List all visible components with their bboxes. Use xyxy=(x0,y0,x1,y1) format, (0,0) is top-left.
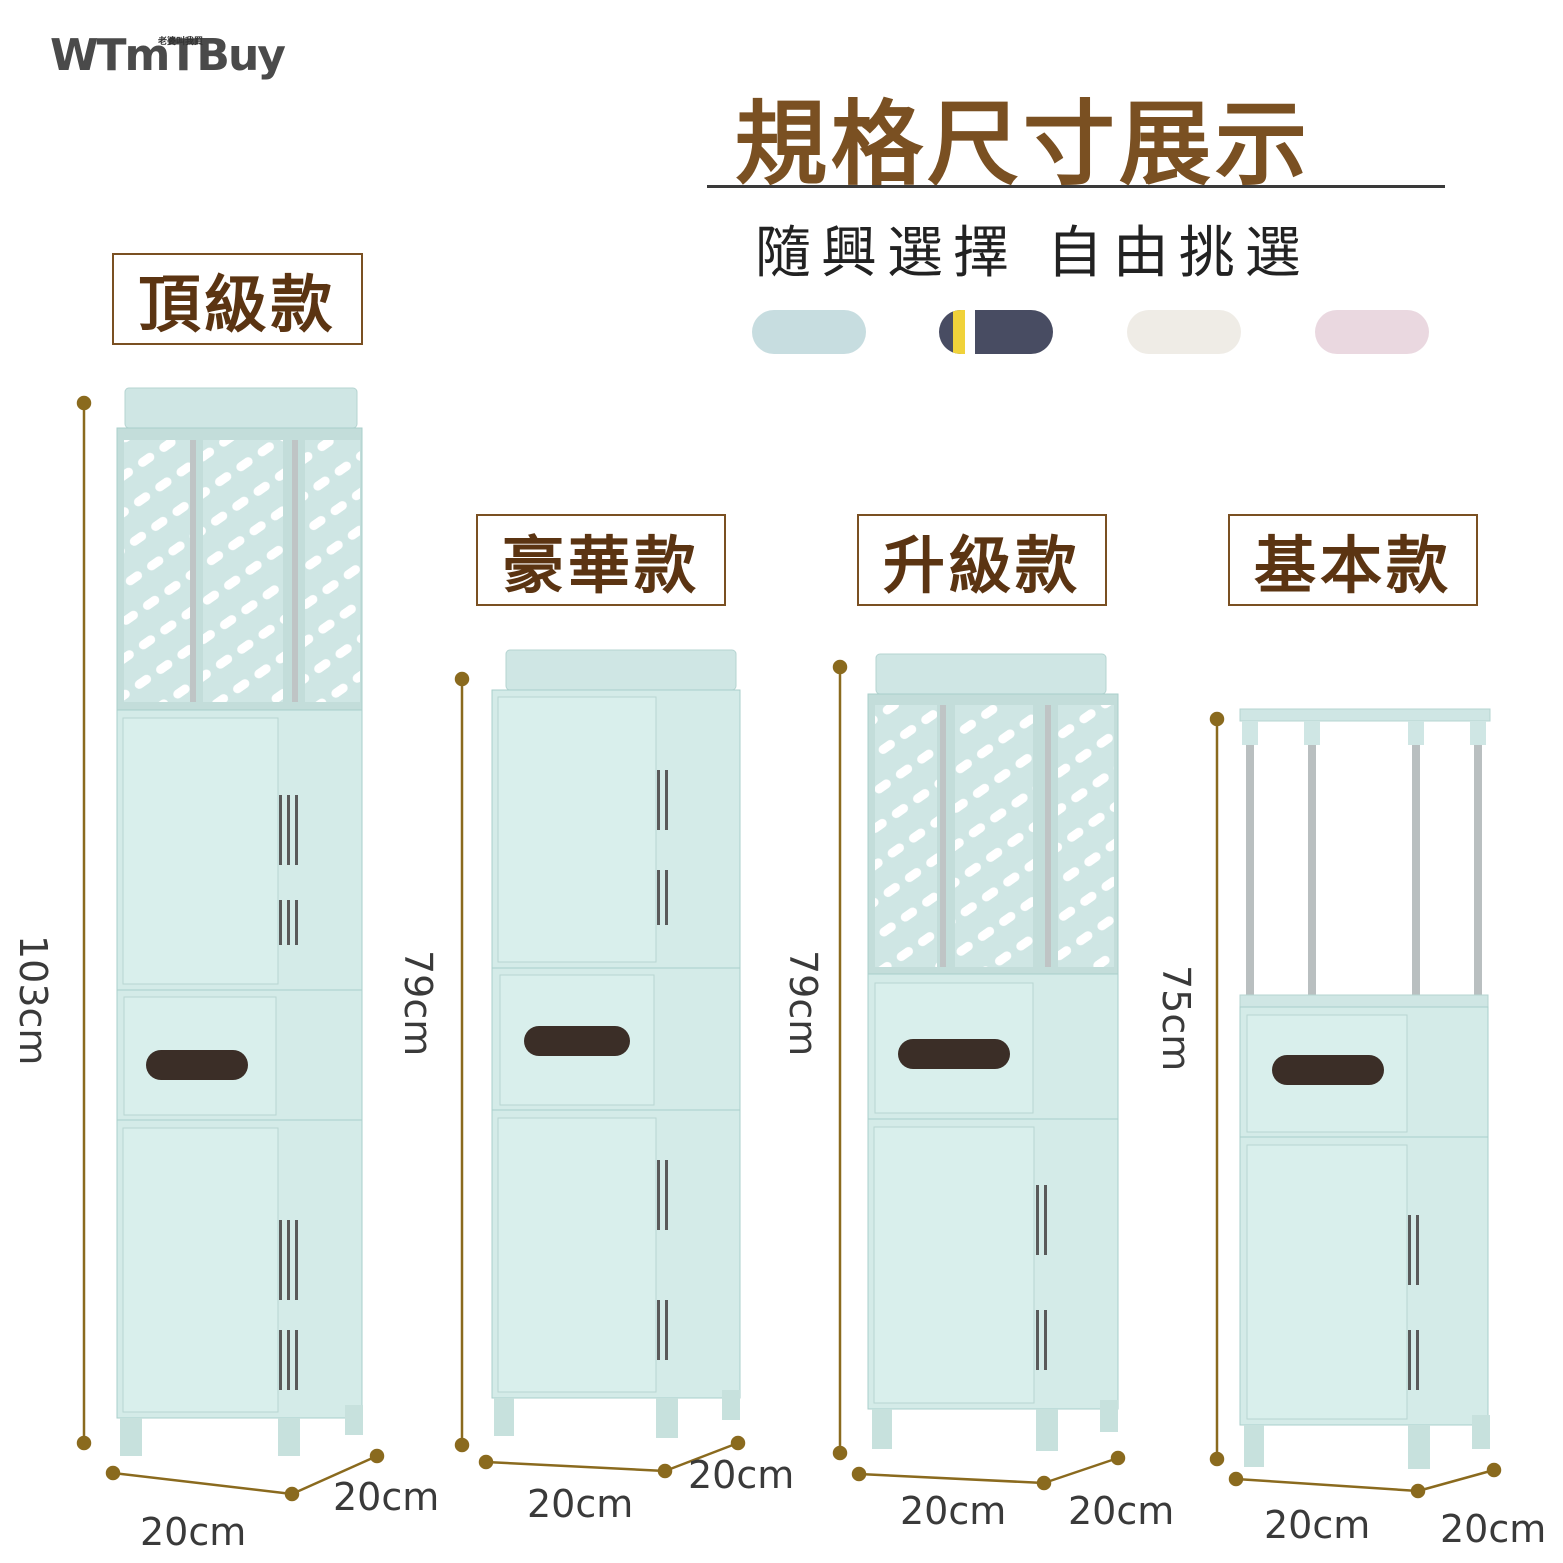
page-title: 規格尺寸展示 xyxy=(735,90,1312,198)
depth-upgrade: 20cm xyxy=(1068,1489,1175,1533)
height-upgrade: 79cm xyxy=(781,950,825,1057)
width-premium: 20cm xyxy=(140,1510,247,1554)
cabinet-deluxe xyxy=(454,649,746,1479)
width-upgrade: 20cm xyxy=(900,1489,1007,1533)
height-deluxe: 79cm xyxy=(396,950,440,1057)
logo-tagline: 老婆叫我買 xyxy=(158,37,204,47)
depth-basic: 20cm xyxy=(1440,1507,1547,1551)
depth-deluxe: 20cm xyxy=(688,1453,795,1497)
logo-text: WTmTBuy xyxy=(50,30,286,81)
model-label-deluxe: 豪華款 xyxy=(476,514,726,606)
color-swatch-navy-yellow[interactable] xyxy=(939,310,1053,354)
swatch-white-stripe xyxy=(965,310,975,354)
height-premium: 103cm xyxy=(11,935,55,1066)
width-basic: 20cm xyxy=(1264,1503,1371,1547)
model-label-premium: 頂級款 xyxy=(112,253,363,345)
cabinet-upgrade xyxy=(832,653,1126,1491)
swatch-accent-stripe xyxy=(953,310,965,354)
title-divider xyxy=(707,185,1445,188)
color-swatch-light-blue[interactable] xyxy=(752,310,866,354)
width-deluxe: 20cm xyxy=(527,1482,634,1526)
cabinet-premium xyxy=(76,387,385,1502)
model-label-basic: 基本款 xyxy=(1228,514,1478,606)
depth-premium: 20cm xyxy=(333,1475,440,1519)
color-swatch-white[interactable] xyxy=(1127,310,1241,354)
height-basic: 75cm xyxy=(1154,965,1198,1072)
brand-logo: WTmTBuy 老婆叫我買 xyxy=(50,30,286,100)
color-swatch-pink[interactable] xyxy=(1315,310,1429,354)
model-label-upgrade: 升級款 xyxy=(857,514,1107,606)
cabinet-basic xyxy=(1209,708,1502,1499)
page-subtitle: 隨興選擇 自由挑選 xyxy=(755,221,1311,286)
